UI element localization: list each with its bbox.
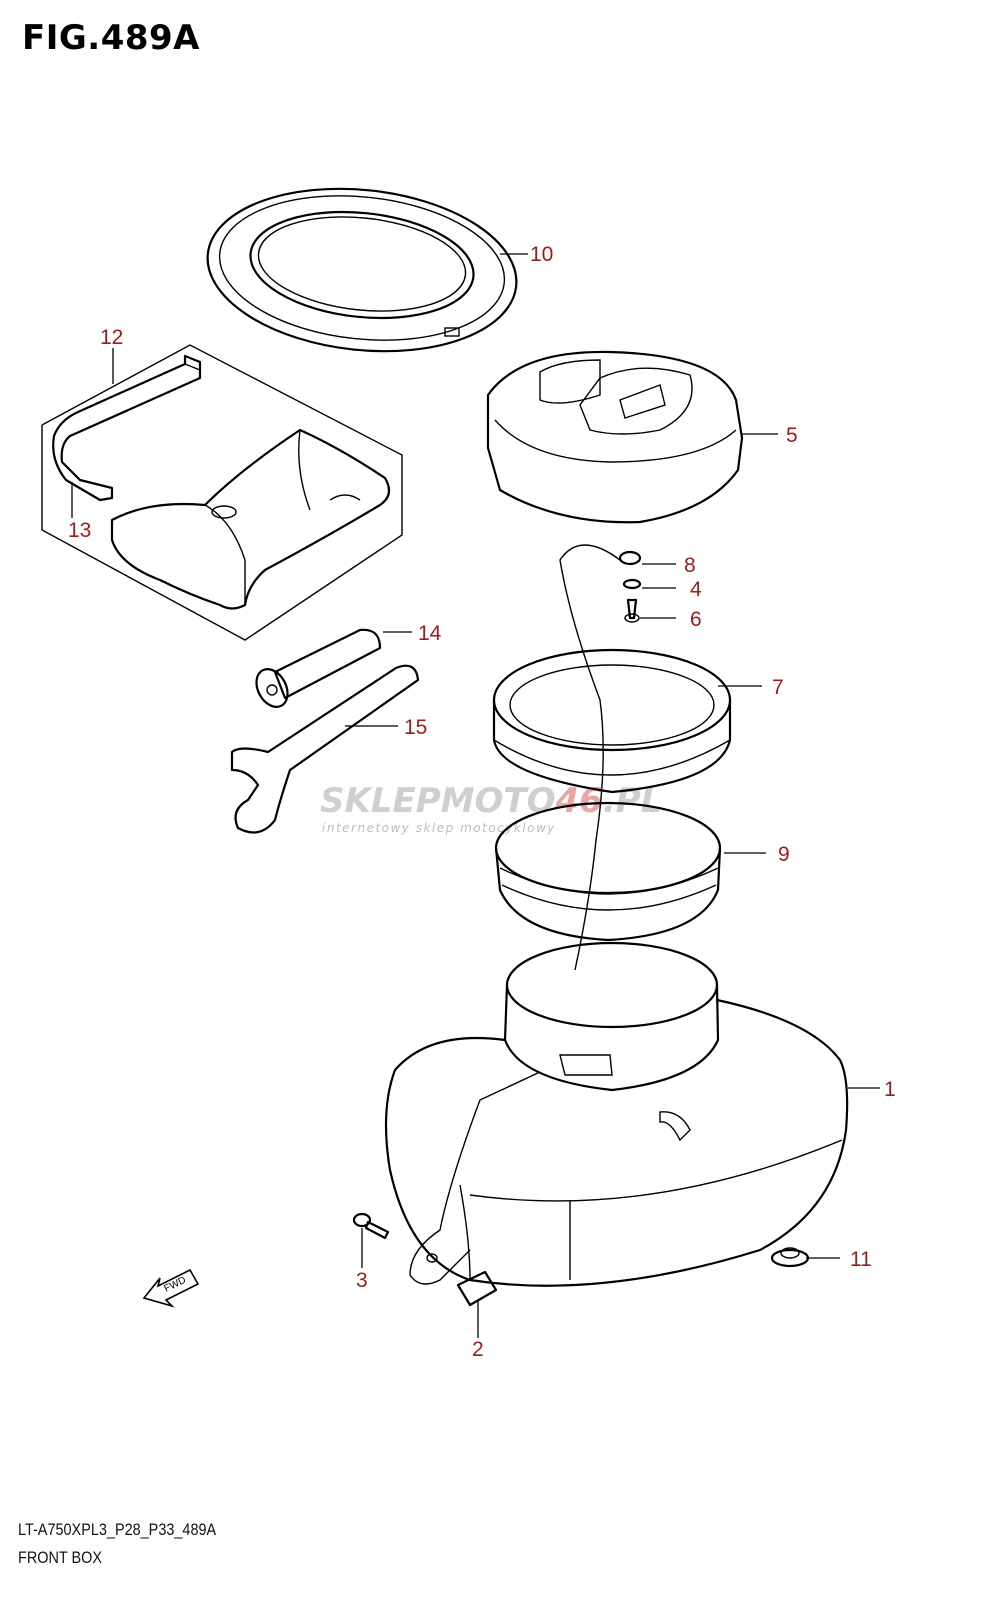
- callout-4: 4: [690, 578, 702, 601]
- leader-lines: [71, 253, 880, 1338]
- svg-text:SKLEPMOTO46.PL: SKLEPMOTO46.PL: [320, 781, 662, 821]
- callout-6: 6: [690, 608, 702, 631]
- callout-9: 9: [778, 843, 790, 866]
- callout-8: 8: [684, 554, 696, 577]
- watermark: SKLEPMOTO46.PL internetowy sklep motocyk…: [320, 781, 662, 835]
- callout-12: 12: [100, 326, 123, 349]
- part-11-grommet: [770, 1247, 810, 1268]
- watermark-brand-a: SKLEPMOTO: [320, 781, 555, 821]
- part-9-ring: [494, 801, 722, 942]
- part-7-ring: [492, 648, 732, 794]
- callout-7: 7: [772, 676, 784, 699]
- part-5-cap: [486, 350, 744, 524]
- callout-11: 11: [850, 1248, 872, 1271]
- callout-14: 14: [418, 622, 442, 645]
- model-code: LT-A750XPL3_P28_P33_489A: [18, 1520, 217, 1539]
- figure-caption: FRONT BOX: [18, 1548, 103, 1567]
- callout-15: 15: [404, 716, 427, 739]
- part-2-clip: [456, 1270, 498, 1307]
- figure-title: FIG.489A: [22, 18, 200, 58]
- watermark-brand-c: .PL: [603, 781, 663, 821]
- callout-3: 3: [356, 1269, 368, 1292]
- callout-2: 2: [472, 1338, 484, 1361]
- callout-5: 5: [786, 424, 798, 447]
- watermark-brand-b: 46: [554, 781, 602, 821]
- callout-10: 10: [530, 243, 553, 266]
- callout-labels: 10 5 8 4 6 7 9 1 11 14 15 12 13 3 2: [68, 243, 896, 1361]
- part-3-screw: [352, 1212, 390, 1240]
- callout-13: 13: [68, 519, 91, 542]
- part-1-front-box: [384, 941, 849, 1287]
- part-10-gasket: [206, 187, 518, 353]
- tether-wire: [559, 544, 621, 971]
- fwd-arrow: FWD: [142, 1268, 200, 1308]
- callout-1: 1: [884, 1078, 896, 1101]
- small-fasteners: [618, 550, 642, 623]
- tool-kit-group: [41, 344, 403, 641]
- part-14-cylinder: [255, 628, 382, 708]
- watermark-tagline: internetowy sklep motocyklowy: [322, 821, 556, 835]
- part-15-spanner: [230, 664, 420, 834]
